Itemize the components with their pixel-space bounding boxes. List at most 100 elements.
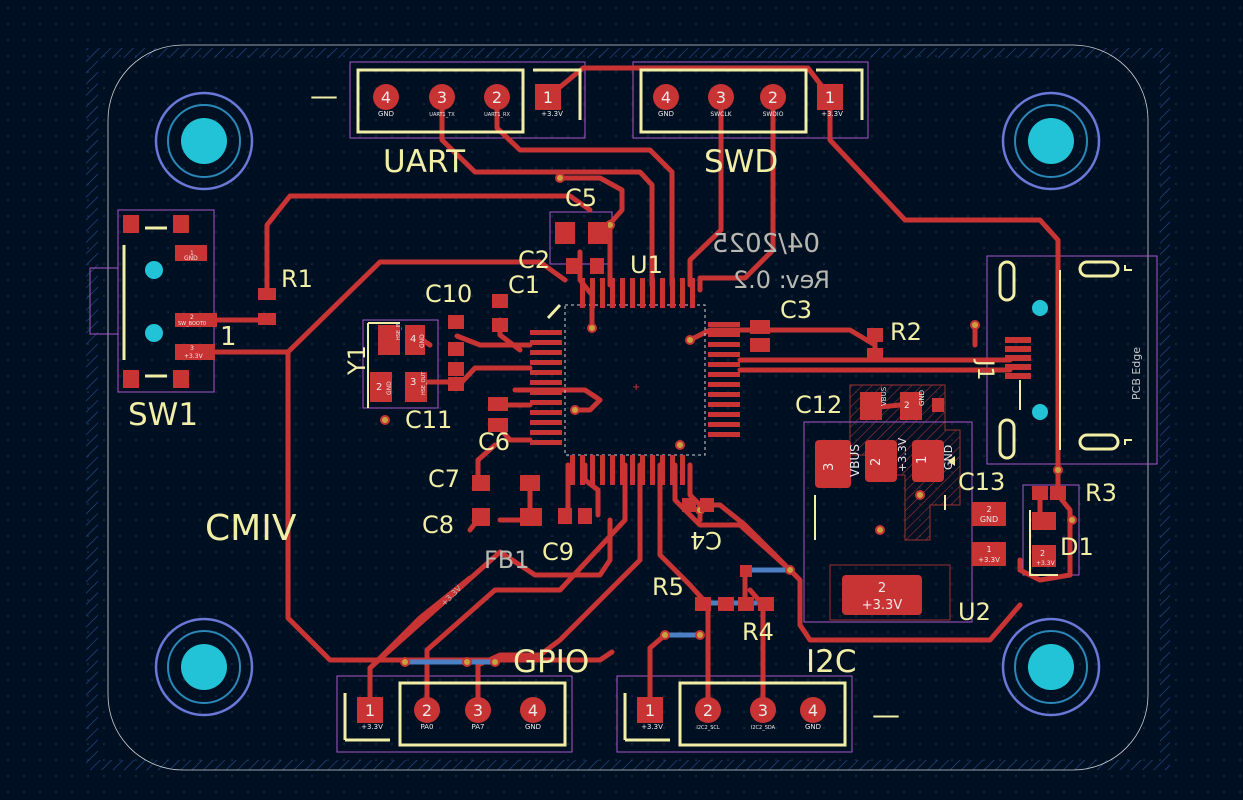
- r1-resistor[interactable]: R1: [258, 265, 313, 325]
- svg-text:3: 3: [190, 345, 194, 352]
- svg-text:+3.3V: +3.3V: [641, 723, 663, 731]
- svg-text:VBUS: VBUS: [880, 386, 888, 406]
- uart-pin-1[interactable]: 1 +3.3V: [535, 84, 563, 118]
- gpio-header[interactable]: 1 +3.3V 2 PA0 3 PA7 4 GND GPIO: [343, 644, 589, 747]
- c6-capacitor[interactable]: C6: [478, 397, 510, 456]
- c13-capacitor[interactable]: 2 GND 1 +3.3V C13: [958, 468, 1006, 566]
- svg-text:C1: C1: [508, 271, 540, 299]
- mounting-hole-bottom-left: [154, 617, 254, 717]
- u2-tab-pad[interactable]: 2 +3.3V: [842, 575, 922, 615]
- d1-diode[interactable]: 2 +3.3V D1: [1029, 510, 1094, 576]
- r3-resistor[interactable]: R3: [1032, 479, 1117, 507]
- svg-text:GND: GND: [980, 515, 998, 524]
- r5-resistor[interactable]: R5: [652, 573, 734, 611]
- svg-text:UART1_RX: UART1_RX: [484, 112, 510, 118]
- swd-pin-2[interactable]: 2 SWDIO: [760, 84, 786, 118]
- gpio-label: GPIO: [513, 644, 589, 680]
- swd-pin-4[interactable]: 4 GND: [653, 84, 679, 118]
- c5-capacitor[interactable]: C5: [555, 184, 608, 244]
- uart-pin-3[interactable]: 3 UART1_TX: [429, 84, 455, 118]
- svg-text:2: 2: [190, 314, 194, 321]
- svg-text:1: 1: [365, 701, 375, 720]
- uart-pin-4[interactable]: 4 GND: [373, 84, 399, 118]
- d1-pad-2[interactable]: 2 +3.3V: [1032, 545, 1056, 567]
- svg-text:3: 3: [410, 377, 416, 388]
- c1-capacitor[interactable]: C1: [492, 271, 540, 332]
- y1-pad-4[interactable]: 4 GND: [405, 325, 426, 355]
- gpio-pin-4[interactable]: 4 GND: [520, 697, 546, 731]
- svg-text:1: 1: [825, 88, 835, 107]
- sw1-pad-3[interactable]: 3 +3.3V: [175, 344, 215, 360]
- svg-text:GND: GND: [386, 381, 393, 395]
- c8-capacitor[interactable]: C8: [422, 508, 542, 539]
- svg-text:GND: GND: [419, 334, 426, 348]
- u2-pad-2[interactable]: 2 +3.3V: [865, 437, 909, 482]
- y1-crystal[interactable]: 4 GND HSE_IN 2 GND 3 HSE_OUT Y1: [343, 322, 427, 408]
- swd-pin-1[interactable]: 1 +3.3V: [817, 84, 843, 118]
- y1-pad-1[interactable]: HSE_IN: [378, 322, 402, 355]
- svg-text:2: 2: [986, 505, 991, 514]
- c13-pad-1[interactable]: 1 +3.3V: [972, 542, 1006, 566]
- mounting-holes: [154, 91, 1101, 717]
- u2-regulator[interactable]: 3 VBUS 2 +3.3V 1 GND 2 +3.3V U2: [814, 437, 991, 626]
- uart-header[interactable]: 4 GND 3 UART1_TX 2 UART1_RX 1 +3.3V UART: [356, 68, 582, 180]
- svg-text:1: 1: [915, 456, 930, 464]
- i2c-pin-4[interactable]: 4 GND: [800, 697, 826, 731]
- c2-capacitor[interactable]: C2: [518, 246, 604, 274]
- uart-pin-2[interactable]: 2 UART1_RX: [484, 84, 510, 118]
- gpio-pin-3[interactable]: 3 PA7: [465, 697, 491, 731]
- c7-capacitor[interactable]: C7: [428, 465, 540, 493]
- y1-pad-3[interactable]: 3 HSE_OUT: [405, 371, 427, 402]
- svg-text:Y1: Y1: [343, 345, 371, 376]
- c12-pad-1[interactable]: VBUS: [860, 386, 888, 420]
- gpio-pin-1[interactable]: 1 +3.3V: [357, 697, 383, 731]
- svg-text:C10: C10: [425, 280, 472, 308]
- svg-text:4: 4: [381, 88, 391, 107]
- svg-text:GND: GND: [525, 723, 541, 731]
- u1-refdes: U1: [630, 251, 663, 279]
- i2c-header[interactable]: 1 +3.3V 2 I2C2_SCL 3 I2C2_SDA 4 GND I2C: [623, 644, 857, 747]
- r4-resistor[interactable]: R4: [738, 565, 774, 646]
- svg-text:R1: R1: [281, 265, 313, 293]
- c3-capacitor[interactable]: C3: [750, 296, 812, 352]
- r2-resistor[interactable]: R2: [867, 318, 922, 362]
- c13-pad-2[interactable]: 2 GND: [972, 502, 1006, 526]
- u2-pad-1[interactable]: 1 GND: [912, 440, 955, 482]
- c11-capacitor[interactable]: C11: [405, 362, 464, 434]
- svg-text:4: 4: [410, 334, 416, 345]
- svg-text:J1: J1: [972, 358, 997, 381]
- svg-text:FB1: FB1: [484, 546, 530, 574]
- board-outline: [107, 44, 1149, 771]
- svg-text:4: 4: [528, 701, 538, 720]
- svg-text:3: 3: [473, 701, 483, 720]
- mounting-hole-top-left: [154, 91, 254, 191]
- svg-text:GND: GND: [942, 445, 955, 470]
- svg-text:+3.3V: +3.3V: [821, 110, 843, 118]
- svg-text:+3.3V: +3.3V: [541, 110, 563, 118]
- svg-text:3: 3: [822, 463, 837, 471]
- u2-pad-3[interactable]: 3 VBUS: [815, 440, 862, 488]
- sw1-pad-1[interactable]: 1 GND: [175, 245, 207, 262]
- swd-header[interactable]: 4 GND 3 SWCLK 2 SWDIO 1 +3.3V SWD: [639, 68, 864, 180]
- svg-text:+3.3V: +3.3V: [1036, 560, 1056, 567]
- y1-pad-2[interactable]: 2 GND: [370, 372, 393, 402]
- sw1-switch[interactable]: 1 GND 2 SW_BOOT0 3 +3.3V 1 SW1: [122, 215, 237, 433]
- c12-pad-2[interactable]: 2 GND: [900, 390, 926, 420]
- c12-capacitor[interactable]: VBUS 2 GND C12: [795, 386, 944, 420]
- svg-text:2: 2: [878, 581, 886, 596]
- i2c-pin-2[interactable]: 2 I2C2_SCL: [695, 697, 721, 731]
- sw1-refdes: SW1: [128, 397, 198, 433]
- i2c-pin-1[interactable]: 1 +3.3V: [637, 697, 663, 731]
- svg-text:+3.3V: +3.3V: [978, 556, 1000, 564]
- svg-text:2: 2: [869, 458, 884, 466]
- c4-capacitor[interactable]: C4: [682, 498, 722, 554]
- c9-capacitor[interactable]: C9: [542, 508, 592, 566]
- c10-capacitor[interactable]: C10: [425, 280, 472, 356]
- swd-pin-3[interactable]: 3 SWCLK: [708, 84, 734, 118]
- u1-mcu[interactable]: U1 +: [530, 251, 740, 485]
- u1-top-pins: [580, 278, 695, 308]
- j1-usb-connector[interactable]: J1 PCB Edge: [972, 260, 1143, 460]
- i2c-pin-3[interactable]: 3 I2C2_SDA: [750, 697, 776, 731]
- gpio-pin-2[interactable]: 2 PA0: [414, 697, 440, 731]
- sw1-pad-2[interactable]: 2 SW_BOOT0: [175, 313, 217, 327]
